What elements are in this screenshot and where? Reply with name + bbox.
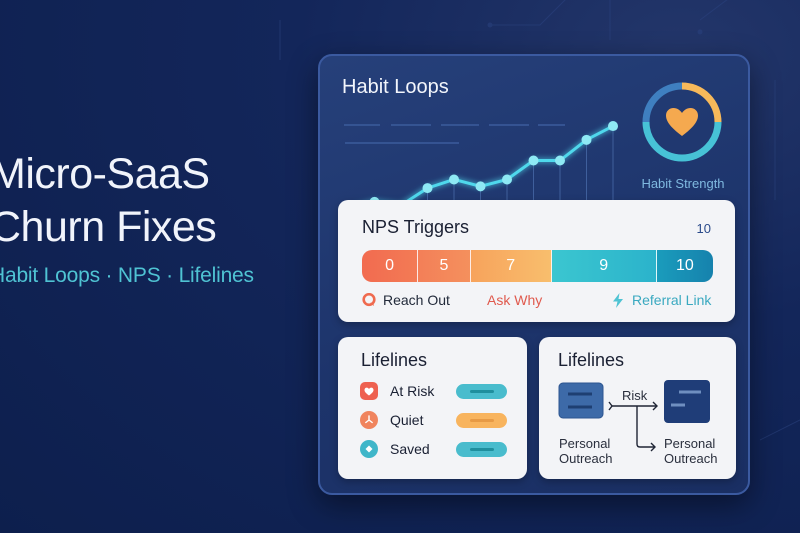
lifeline-row-at-risk[interactable]: At Risk	[360, 381, 450, 401]
hero: Micro-SaaS Churn Fixes Habit Loops · NPS…	[0, 148, 254, 288]
hero-title-line-2: Churn Fixes	[0, 203, 217, 251]
gauge-segment-cool	[642, 121, 722, 162]
nps-title: NPS Triggers	[362, 217, 470, 237]
nps-segment-10[interactable]: 10	[656, 250, 713, 282]
reach-out-label: Reach Out	[383, 292, 450, 308]
chart-data-point	[608, 121, 618, 132]
chart-data-point	[555, 155, 565, 166]
heart-icon	[360, 382, 378, 400]
nps-actions: Reach Out Ask Why Referral Link	[362, 292, 713, 310]
left-node-label-line-1: Personal	[559, 436, 611, 451]
arrow-head-branch	[650, 442, 656, 452]
ask-why-action[interactable]: Ask Why	[487, 292, 542, 308]
habit-strength-label: Habit Strength	[641, 176, 725, 191]
chart-data-point	[502, 174, 512, 185]
referral-link-action[interactable]: Referral Link	[611, 292, 711, 308]
ask-why-label: Ask Why	[487, 292, 543, 308]
left-node-label: Personal Outreach	[559, 436, 612, 466]
chart-data-point	[449, 174, 459, 185]
lifelines-flow-diagram	[558, 380, 710, 452]
lifelines-status-title: Lifelines	[361, 350, 428, 370]
status-pill-quiet	[456, 413, 507, 428]
right-node[interactable]	[664, 380, 710, 423]
lightning-icon	[613, 292, 623, 308]
lifeline-row-saved[interactable]: Saved	[360, 439, 450, 459]
chart-data-point	[581, 134, 592, 145]
habit-strength-gauge	[642, 82, 722, 162]
hero-subtitle: Habit Loops · NPS · Lifelines	[0, 264, 254, 287]
referral-link-label: Referral Link	[632, 292, 712, 308]
lifeline-label: At Risk	[390, 383, 435, 399]
chart-data-point	[528, 155, 539, 166]
status-pill-at-risk	[456, 384, 507, 399]
right-node-label-line-1: Personal	[664, 436, 716, 451]
lifeline-label: Saved	[390, 441, 430, 457]
left-node-label-line-2: Outreach	[559, 451, 613, 466]
branch-arrow-line	[636, 406, 655, 448]
diamond-icon	[360, 440, 378, 458]
right-node-label: Personal Outreach	[664, 436, 717, 466]
chart-data-point	[422, 183, 433, 194]
chat-bubble-icon	[362, 293, 376, 307]
clock-icon	[360, 411, 378, 429]
arrow-head-right	[652, 401, 658, 411]
heart-icon	[666, 108, 698, 136]
lifelines-flow-title: Lifelines	[558, 350, 625, 370]
right-node-label-line-2: Outreach	[664, 451, 718, 466]
lifelines-status-card: Lifelines At Risk Quiet Saved	[338, 337, 527, 479]
arrow-tail	[608, 401, 613, 411]
risk-label: Risk	[622, 388, 648, 403]
gauge-segment-warm	[681, 82, 722, 123]
left-node[interactable]	[558, 382, 604, 419]
flow-arrows	[608, 401, 658, 452]
habit-loops-title: Habit Loops	[342, 76, 449, 98]
nps-segment-0[interactable]: 0	[362, 250, 419, 282]
status-pill-saved	[456, 442, 507, 457]
gauge-segment-base	[642, 82, 683, 123]
lifeline-row-quiet[interactable]: Quiet	[360, 410, 450, 430]
dashboard-panel: Habit Loops Habit Strength NPS Triggers …	[318, 54, 750, 495]
lifeline-label: Quiet	[390, 412, 424, 428]
reach-out-action[interactable]: Reach Out	[362, 292, 450, 308]
chart-data-point	[475, 181, 486, 192]
nps-segment-5[interactable]: 5	[418, 250, 471, 282]
nps-segment-9[interactable]: 9	[551, 250, 657, 282]
chart-placeholder-lines	[344, 124, 565, 144]
hero-title-line-1: Micro-SaaS	[0, 150, 210, 198]
lifelines-flow-card: Lifelines Risk Personal Outr	[539, 337, 736, 479]
nps-max-value: 10	[696, 221, 711, 236]
nps-segment-7[interactable]: 7	[470, 250, 552, 282]
